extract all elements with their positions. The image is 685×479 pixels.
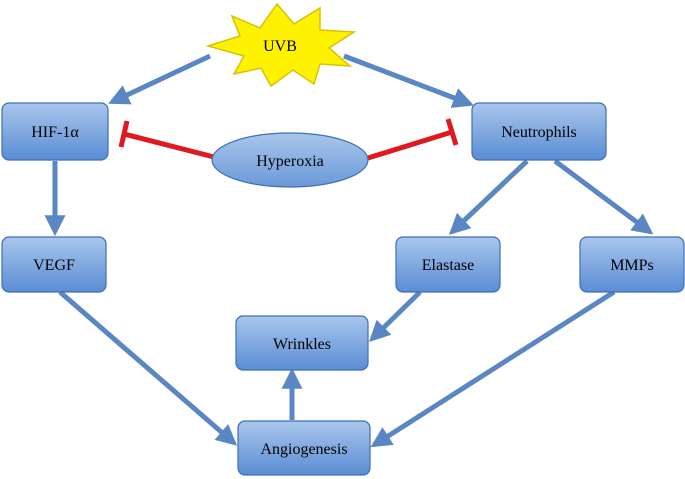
inhibit-bar-neutrophils: [445, 118, 459, 146]
inhibit-hyperoxia-neutrophils: [367, 129, 453, 161]
vegf-node: VEGF: [1, 236, 107, 293]
hif-node: HIF-1α: [1, 102, 109, 161]
neutrophils-box: [471, 102, 607, 161]
angiogenesis-label: Angiogenesis: [260, 441, 347, 458]
edge-uvb-hif: [108, 53, 212, 105]
elastase-box: [395, 236, 501, 293]
edge-neutrophils-mmps: [553, 158, 654, 235]
mmps-label: MMPs: [610, 257, 654, 274]
inhibit-hyperoxia-hif: [123, 131, 215, 160]
hyperoxia-node: Hyperoxia: [211, 132, 369, 188]
hif-label: HIF-1α: [31, 124, 79, 141]
vegf-box: [1, 236, 107, 293]
angiogenesis-node: Angiogenesis: [237, 420, 371, 476]
uvb-node: UVB: [205, 2, 357, 88]
neutrophils-label: Neutrophils: [501, 124, 577, 141]
wrinkles-node: Wrinkles: [235, 315, 369, 371]
edge-elastase-wrinkles: [368, 290, 422, 342]
hif-box: [1, 102, 109, 161]
wrinkles-box: [235, 315, 369, 371]
edge-neutrophils-elastase: [448, 159, 529, 235]
inhibit-bar-hif: [118, 120, 130, 148]
hyperoxia-label: Hyperoxia: [256, 153, 324, 170]
uvb-star-shape: [205, 2, 357, 88]
mmps-box: [579, 236, 685, 293]
edge-uvb-neutrophils: [343, 53, 474, 108]
elastase-label: Elastase: [422, 257, 474, 274]
uvb-label: UVB: [263, 38, 297, 55]
inhibition-edges: [118, 118, 459, 161]
hyperoxia-ellipse: [211, 132, 369, 188]
neutrophils-node: Neutrophils: [471, 102, 607, 161]
angiogenesis-box: [237, 420, 371, 476]
mmps-node: MMPs: [579, 236, 685, 293]
elastase-node: Elastase: [395, 236, 501, 293]
edge-mmps-angiogenesis: [370, 289, 616, 448]
edges: [44, 53, 654, 448]
wrinkles-label: Wrinkles: [273, 336, 331, 353]
edge-vegf-angiogenesis: [58, 290, 238, 446]
vegf-label: VEGF: [33, 257, 75, 274]
